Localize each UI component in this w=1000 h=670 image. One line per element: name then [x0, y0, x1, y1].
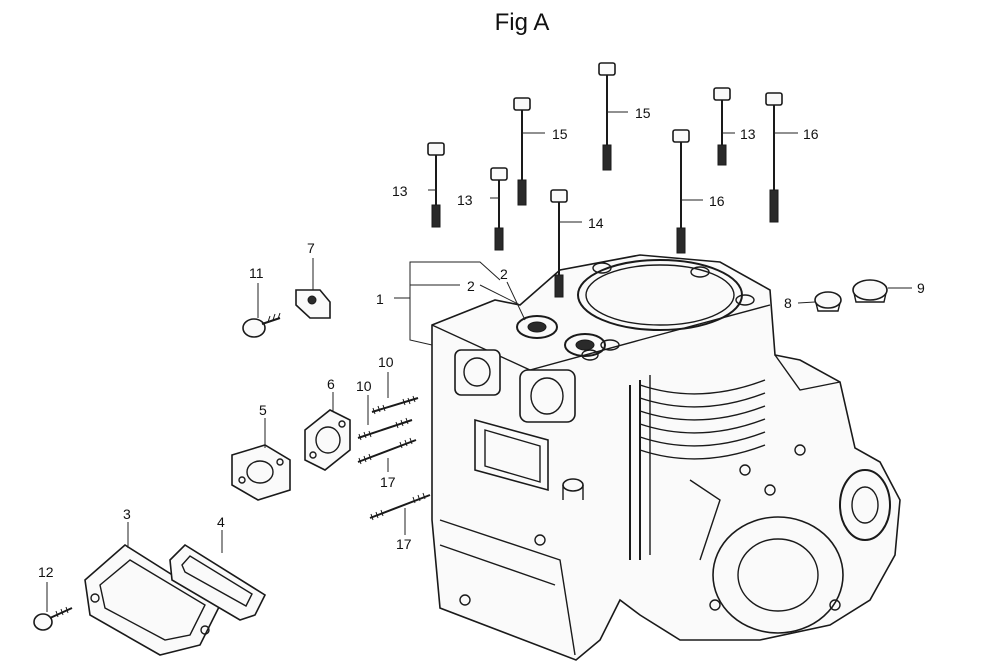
callout-13: 13	[457, 192, 473, 208]
gasket-part-6	[304, 409, 351, 471]
callout-labels: 1 2 2 3 4 5 6 7 8 9 10 10 11 12 13 13 13…	[38, 105, 925, 580]
bolt-13-right	[713, 87, 731, 166]
callout-13: 13	[740, 126, 756, 142]
stud-part-10-lower	[357, 417, 413, 441]
gasket-part-4	[169, 543, 267, 621]
bolt-part-11	[242, 312, 281, 338]
callout-12: 12	[38, 564, 54, 580]
figure-title: Fig A	[495, 9, 550, 36]
bolt-15-center	[598, 62, 616, 171]
callout-13: 13	[392, 183, 408, 199]
spacer-part-5	[231, 444, 291, 501]
bolt-13-left	[427, 142, 445, 228]
callout-17: 17	[396, 536, 412, 552]
cylinder-block	[431, 254, 901, 661]
leader-lines	[46, 111, 912, 612]
callout-10: 10	[378, 354, 394, 370]
callout-17: 17	[380, 474, 396, 490]
bolt-part-12	[33, 606, 73, 631]
callout-16: 16	[709, 193, 725, 209]
callout-11: 11	[249, 265, 264, 281]
callout-7: 7	[307, 240, 315, 256]
bolt-16-right	[765, 92, 783, 223]
cover-part-3	[84, 544, 222, 656]
stud-part-17-upper	[357, 437, 417, 465]
callout-8: 8	[784, 295, 792, 311]
bolt-14	[550, 189, 568, 298]
callout-2: 2	[467, 278, 475, 294]
callout-3: 3	[123, 506, 131, 522]
callout-4: 4	[217, 514, 225, 530]
callout-15: 15	[635, 105, 651, 121]
bolt-16-center	[672, 129, 690, 254]
callout-9: 9	[917, 280, 925, 296]
callout-10: 10	[356, 378, 372, 394]
callout-6: 6	[327, 376, 335, 392]
bolt-15-left	[513, 97, 531, 206]
callout-14: 14	[588, 215, 604, 231]
stud-part-17-lower	[369, 492, 431, 521]
clamp-part-7	[295, 289, 331, 319]
callout-2: 2	[500, 266, 508, 282]
plug-part-8	[814, 291, 842, 312]
callout-1: 1	[376, 291, 384, 307]
stud-part-10-upper	[371, 395, 419, 415]
bolt-13-center	[490, 167, 508, 251]
callout-15: 15	[552, 126, 568, 142]
plug-part-9	[852, 279, 888, 303]
callout-5: 5	[259, 402, 267, 418]
callout-16: 16	[803, 126, 819, 142]
